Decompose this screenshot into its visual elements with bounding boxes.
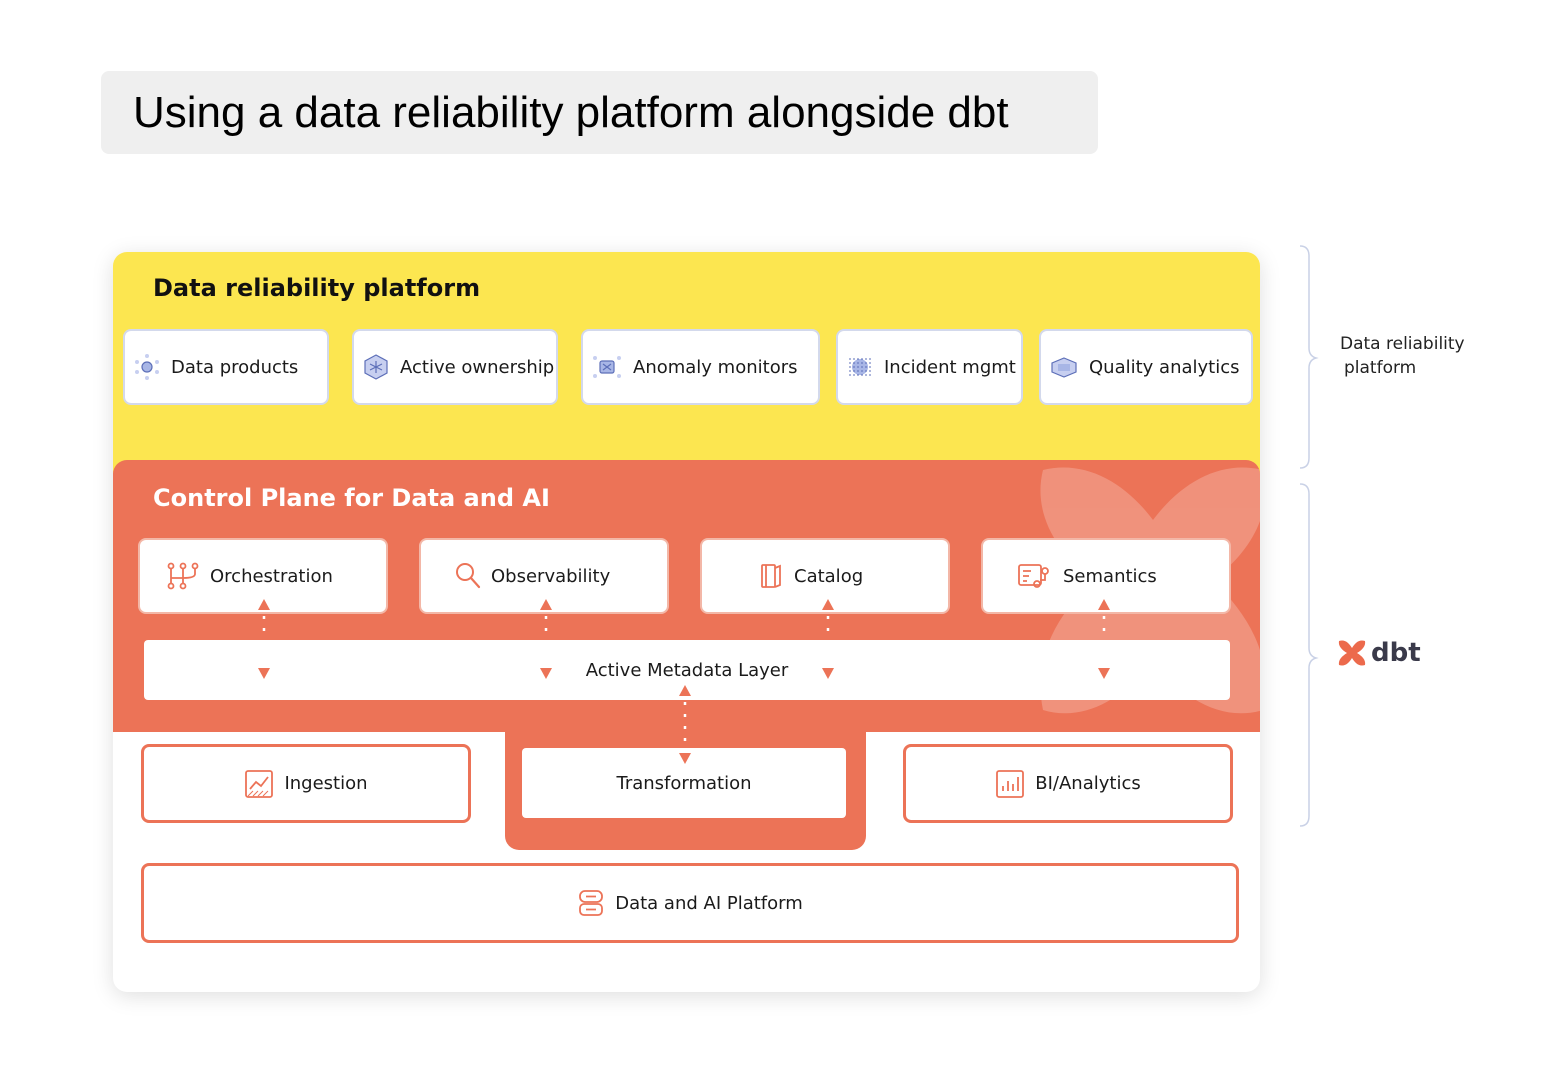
incident-mgmt-icon — [849, 358, 871, 376]
reliability-item-incident-mgmt[interactable]: Incident mgmt — [836, 329, 1023, 405]
arrow-down-icon — [679, 753, 691, 764]
reliability-item-label: Active ownership — [400, 356, 555, 378]
ingestion-box[interactable]: Ingestion — [141, 744, 471, 823]
control-item-catalog[interactable]: Catalog — [700, 538, 950, 614]
side-braces — [1299, 245, 1319, 827]
reliability-section: Data reliability platform Data products … — [113, 252, 1260, 492]
side-label-line1: Data reliability — [1340, 334, 1465, 354]
book-icon — [761, 564, 781, 588]
control-item-label: Orchestration — [210, 565, 333, 587]
reliability-item-active-ownership[interactable]: Active ownership — [352, 329, 558, 405]
active-ownership-icon — [364, 354, 388, 380]
reliability-item-label: Quality analytics — [1089, 356, 1240, 378]
reliability-heading: Data reliability platform — [153, 274, 481, 302]
ingestion-label: Ingestion — [284, 773, 368, 794]
control-plane-heading: Control Plane for Data and AI — [153, 484, 550, 512]
reliability-item-label: Anomaly monitors — [633, 356, 798, 378]
bar-chart-icon — [996, 769, 1025, 798]
reliability-item-quality-analytics[interactable]: Quality analytics — [1039, 329, 1253, 405]
data-products-icon — [135, 354, 159, 380]
arrow-down-icon — [258, 668, 270, 679]
bi-analytics-box[interactable]: BI/Analytics — [903, 744, 1233, 823]
arrow-up-icon — [679, 685, 691, 696]
arrow-down-icon — [540, 668, 552, 679]
data-ai-platform-label: Data and AI Platform — [615, 892, 803, 914]
control-item-label: Semantics — [1063, 565, 1157, 587]
arrow-up-icon — [1098, 599, 1110, 610]
arrow-up-icon — [258, 599, 270, 610]
search-icon — [456, 563, 481, 589]
data-ai-platform-box[interactable]: Data and AI Platform — [141, 863, 1239, 943]
control-item-label: Catalog — [794, 565, 864, 587]
bi-analytics-label: BI/Analytics — [1035, 773, 1141, 794]
arrow-up-icon — [540, 599, 552, 610]
transformation-label: Transformation — [616, 772, 752, 794]
side-reliability-label: Data reliability platform — [1340, 332, 1500, 380]
dbt-logo-text: dbt — [1371, 638, 1421, 668]
control-item-observability[interactable]: Observability — [419, 538, 669, 614]
control-item-semantics[interactable]: Semantics — [981, 538, 1231, 614]
ingestion-chart-icon — [245, 769, 274, 798]
arrow-up-icon — [822, 599, 834, 610]
dbt-logo-icon — [1338, 640, 1366, 666]
orchestration-icon — [167, 562, 199, 590]
arrow-down-icon — [822, 668, 834, 679]
anomaly-monitors-icon — [593, 356, 621, 378]
semantics-icon — [1018, 564, 1049, 588]
reliability-item-label: Incident mgmt — [884, 356, 1016, 378]
control-item-label: Observability — [491, 565, 611, 587]
metadata-layer-label: Active Metadata Layer — [585, 659, 789, 681]
quality-analytics-icon — [1051, 357, 1077, 378]
dbt-logo: dbt — [1337, 638, 1421, 668]
arrow-down-icon — [1098, 668, 1110, 679]
reliability-item-label: Data products — [171, 356, 299, 378]
page-title: Using a data reliability platform alongs… — [133, 88, 1009, 137]
reliability-item-data-products[interactable]: Data products — [123, 329, 329, 405]
reliability-item-anomaly-monitors[interactable]: Anomaly monitors — [581, 329, 820, 405]
side-label-line2: platform — [1344, 358, 1417, 378]
server-icon — [579, 890, 604, 916]
title-banner: Using a data reliability platform alongs… — [101, 71, 1098, 154]
